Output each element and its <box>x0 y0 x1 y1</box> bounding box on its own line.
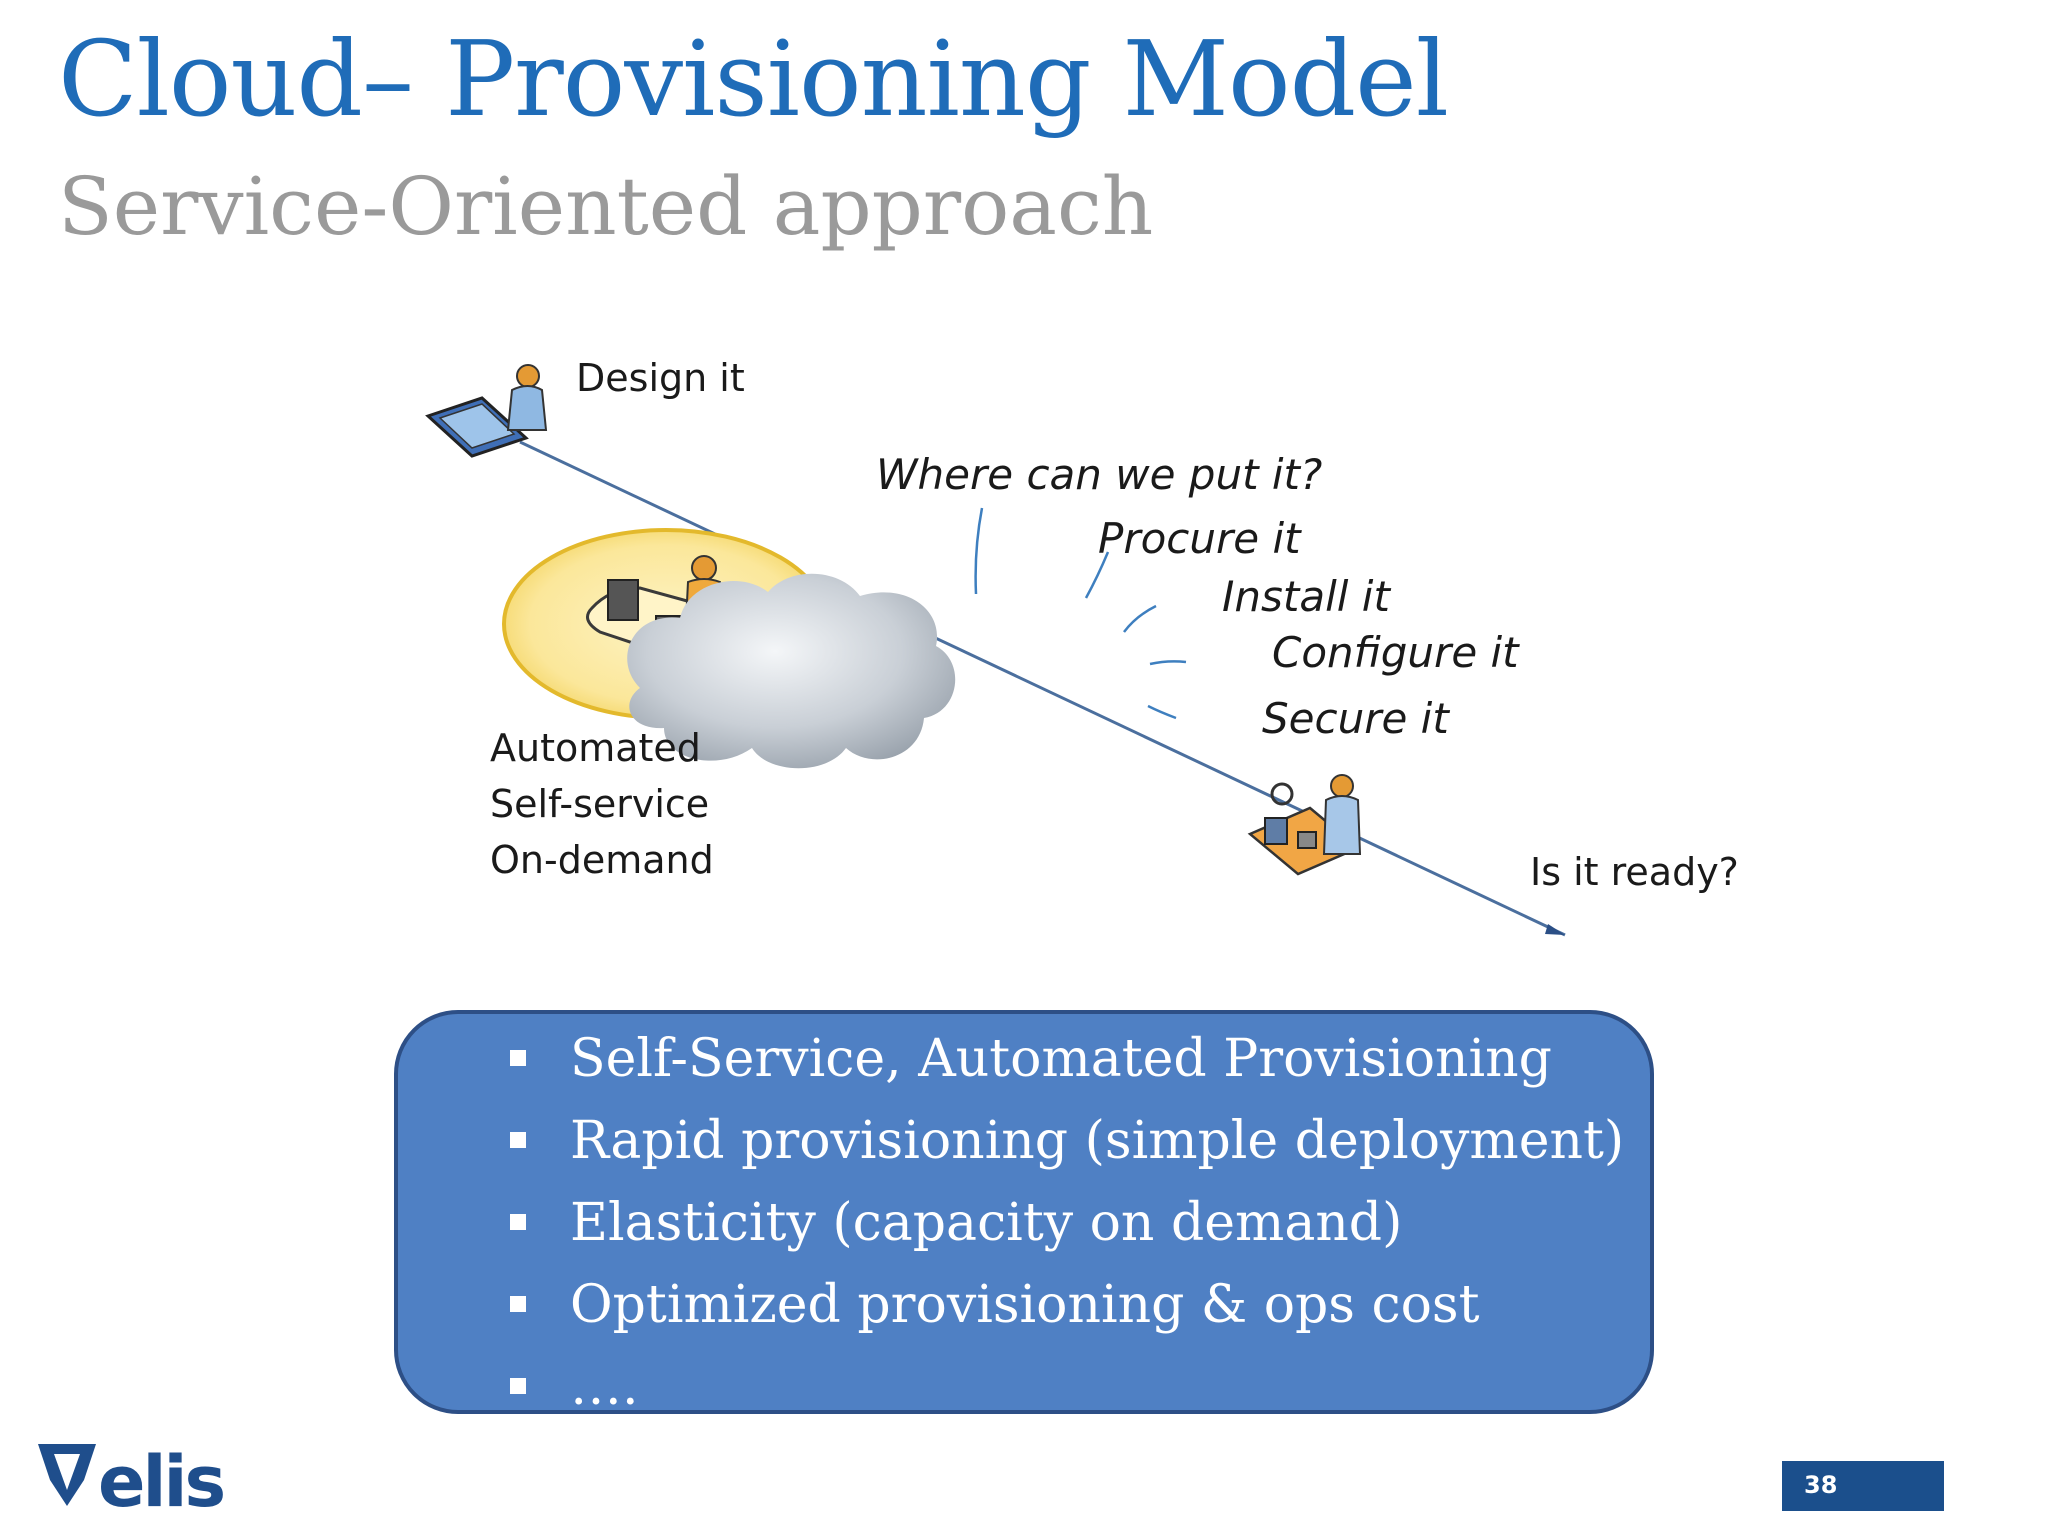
benefit-item: …. <box>510 1346 1624 1428</box>
benefit-text: Optimized provisioning & ops cost <box>570 1275 1480 1335</box>
designer-icon <box>425 364 548 458</box>
callout-configure <box>1149 660 1187 666</box>
service-attributes: Automated Self-service On-demand <box>490 720 714 888</box>
callout-install <box>1123 604 1157 633</box>
procure-label: Procure it <box>1098 514 1301 563</box>
provisioning-diagram: Design it Where can we put it? Procure i… <box>220 320 1739 970</box>
cloud-icon <box>627 573 956 769</box>
diagram-graphics <box>425 364 1566 937</box>
svg-text:elis: elis <box>98 1441 223 1514</box>
on-demand-label: On-demand <box>490 838 714 882</box>
benefit-text: Self-Service, Automated Provisioning <box>570 1029 1552 1089</box>
elis-logo: elis <box>36 1440 266 1523</box>
benefit-text: Rapid provisioning (simple deployment) <box>570 1111 1625 1171</box>
install-label: Install it <box>1222 572 1390 621</box>
ready-label: Is it ready? <box>1530 850 1739 894</box>
flow-arrowhead <box>1545 924 1565 935</box>
callout-procure <box>1084 551 1110 599</box>
benefit-item: Optimized provisioning & ops cost <box>510 1264 1624 1346</box>
design-label: Design it <box>576 356 745 400</box>
automated-label: Automated <box>490 726 701 770</box>
page-number: 38 <box>1804 1471 1838 1499</box>
secure-label: Secure it <box>1262 694 1449 743</box>
callout-secure <box>1147 704 1177 720</box>
benefit-text: …. <box>570 1357 639 1417</box>
slide-title: Cloud– Provisioning Model <box>58 18 1449 140</box>
flow-line <box>519 440 1566 937</box>
benefits-list: Self-Service, Automated Provisioning Rap… <box>510 1018 1624 1428</box>
benefit-item: Self-Service, Automated Provisioning <box>510 1018 1624 1100</box>
benefit-text: Elasticity (capacity on demand) <box>570 1193 1403 1253</box>
slide-subtitle: Service-Oriented approach <box>58 160 1154 253</box>
where-label: Where can we put it? <box>876 450 1323 499</box>
callout-where <box>974 507 984 595</box>
bullet-square-icon <box>510 1050 526 1066</box>
tester-icon <box>1247 774 1362 876</box>
self-service-label: Self-service <box>490 782 710 826</box>
benefit-item: Elasticity (capacity on demand) <box>510 1182 1624 1264</box>
configure-label: Configure it <box>1272 628 1519 677</box>
bullet-square-icon <box>510 1132 526 1148</box>
benefits-box: Self-Service, Automated Provisioning Rap… <box>394 1010 1654 1417</box>
benefit-item: Rapid provisioning (simple deployment) <box>510 1100 1624 1182</box>
bullet-square-icon <box>510 1378 526 1394</box>
bullet-square-icon <box>510 1214 526 1230</box>
elis-logo-graphic: elis <box>38 1441 226 1523</box>
bullet-square-icon <box>510 1296 526 1312</box>
page-number-bar: 38 <box>1782 1461 1944 1511</box>
